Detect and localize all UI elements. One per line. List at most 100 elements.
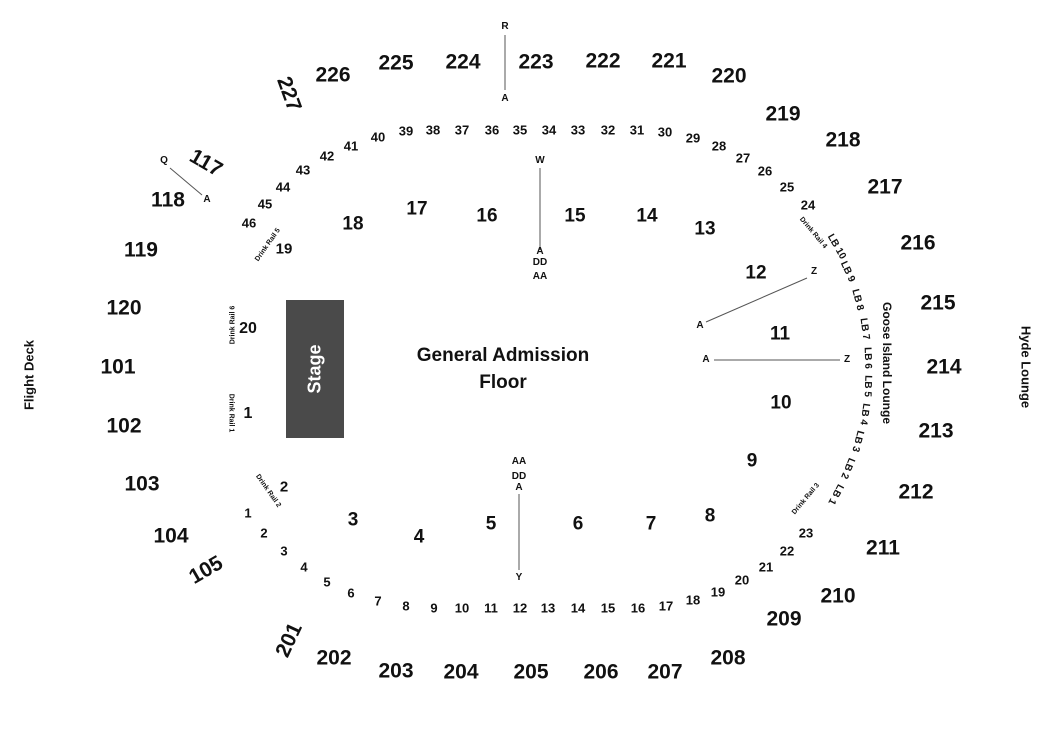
section-218[interactable]: 218 [825, 128, 861, 152]
section-216[interactable]: 216 [900, 231, 936, 255]
row-31: 31 [629, 122, 645, 138]
section-214[interactable]: 214 [926, 355, 962, 379]
floor-section-17[interactable]: 17 [406, 198, 428, 220]
row-27: 27 [735, 150, 751, 166]
lounge-box-5[interactable]: LB 5 [861, 374, 874, 398]
row-marker-dd-lower-floor: DD [511, 471, 527, 482]
floor-section-11[interactable]: 11 [769, 323, 791, 345]
section-225[interactable]: 225 [378, 51, 414, 75]
section-102[interactable]: 102 [106, 414, 142, 438]
floor-section-18[interactable]: 18 [342, 213, 364, 235]
section-203[interactable]: 203 [378, 659, 414, 683]
row-marker-y: Y [515, 572, 523, 583]
row-lower-10: 10 [454, 600, 470, 616]
row-marker-a-12: A [696, 320, 704, 331]
row-24: 24 [800, 197, 816, 213]
section-202[interactable]: 202 [316, 646, 352, 670]
row-marker-a-223: A [501, 93, 509, 104]
row-marker-aa-lower-floor: AA [511, 456, 527, 467]
section-211[interactable]: 211 [866, 536, 900, 560]
section-119[interactable]: 119 [124, 238, 158, 262]
floor-section-6[interactable]: 6 [572, 513, 584, 535]
floor-section-3[interactable]: 3 [347, 509, 359, 531]
row-44: 44 [275, 179, 291, 195]
section-215[interactable]: 215 [920, 291, 956, 315]
row-46: 46 [241, 215, 257, 231]
floor-section-4[interactable]: 4 [413, 526, 425, 548]
section-118[interactable]: 118 [151, 188, 185, 212]
section-205[interactable]: 205 [513, 660, 549, 684]
row-line-z-a-upper [705, 277, 808, 323]
row-39: 39 [398, 123, 414, 139]
section-222[interactable]: 222 [585, 49, 621, 73]
floor-section-1[interactable]: 1 [243, 405, 253, 422]
section-224[interactable]: 224 [445, 50, 481, 74]
drink-rail-1[interactable]: Drink Rail 1 [227, 393, 235, 433]
row-lower-18: 18 [685, 592, 701, 608]
section-101[interactable]: 101 [100, 355, 136, 379]
section-104[interactable]: 104 [153, 524, 189, 548]
lounge-box-4[interactable]: LB 4 [857, 402, 872, 426]
goose-island-lounge-label[interactable]: Goose Island Lounge [880, 301, 894, 425]
section-212[interactable]: 212 [898, 480, 934, 504]
row-41: 41 [343, 138, 359, 154]
row-marker-q: Q [160, 155, 168, 166]
floor-section-13[interactable]: 13 [694, 218, 716, 240]
stage[interactable]: Stage [286, 300, 344, 438]
floor-section-12[interactable]: 12 [745, 262, 767, 284]
row-lower-5: 5 [323, 574, 331, 590]
general-admission-floor[interactable]: General Admission Floor [417, 342, 589, 396]
flight-deck-label[interactable]: Flight Deck [21, 339, 37, 411]
row-43: 43 [295, 162, 311, 178]
row-lower-11: 11 [484, 600, 498, 616]
floor-section-9[interactable]: 9 [746, 450, 758, 472]
floor-section-7[interactable]: 7 [645, 513, 657, 535]
floor-section-20[interactable]: 20 [239, 320, 257, 337]
hyde-lounge-label[interactable]: Hyde Lounge [1018, 325, 1034, 409]
row-37: 37 [454, 122, 470, 138]
lounge-box-7[interactable]: LB 7 [857, 317, 872, 341]
section-213[interactable]: 213 [918, 419, 954, 443]
ga-line-2: Floor [479, 372, 527, 393]
section-223[interactable]: 223 [518, 50, 554, 74]
floor-section-19[interactable]: 19 [275, 240, 293, 258]
section-208[interactable]: 208 [710, 646, 746, 670]
floor-section-14[interactable]: 14 [636, 205, 658, 227]
floor-section-10[interactable]: 10 [770, 392, 792, 414]
row-38: 38 [425, 122, 441, 138]
row-lower-12: 12 [512, 600, 528, 616]
floor-section-8[interactable]: 8 [704, 505, 716, 527]
row-line-q-a [169, 167, 203, 196]
floor-section-15[interactable]: 15 [564, 205, 586, 227]
row-32: 32 [600, 122, 616, 138]
lounge-box-6[interactable]: LB 6 [861, 346, 874, 370]
row-26: 26 [757, 163, 773, 179]
row-lower-3: 3 [280, 543, 288, 559]
drink-rail-6[interactable]: Drink Rail 6 [229, 305, 237, 345]
section-210[interactable]: 210 [820, 584, 856, 608]
row-lower-23: 23 [798, 525, 814, 541]
section-206[interactable]: 206 [583, 660, 619, 684]
section-226[interactable]: 226 [315, 63, 351, 87]
row-35: 35 [512, 122, 528, 138]
section-219[interactable]: 219 [765, 102, 801, 126]
section-204[interactable]: 204 [443, 660, 479, 684]
row-marker-aa-upper-floor: AA [532, 271, 548, 282]
floor-section-16[interactable]: 16 [476, 205, 498, 227]
section-221[interactable]: 221 [651, 49, 687, 73]
floor-section-5[interactable]: 5 [485, 513, 497, 535]
row-lower-22: 22 [779, 543, 795, 559]
section-217[interactable]: 217 [867, 175, 903, 199]
row-lower-4: 4 [300, 559, 308, 575]
section-120[interactable]: 120 [106, 296, 142, 320]
row-42: 42 [319, 148, 335, 164]
section-209[interactable]: 209 [766, 607, 802, 631]
floor-section-2[interactable]: 2 [279, 478, 289, 496]
row-28: 28 [711, 138, 727, 154]
section-207[interactable]: 207 [647, 660, 683, 684]
section-220[interactable]: 220 [711, 64, 747, 88]
row-marker-dd-upper-floor: DD [532, 257, 548, 268]
section-103[interactable]: 103 [124, 472, 160, 496]
row-30: 30 [657, 124, 673, 140]
